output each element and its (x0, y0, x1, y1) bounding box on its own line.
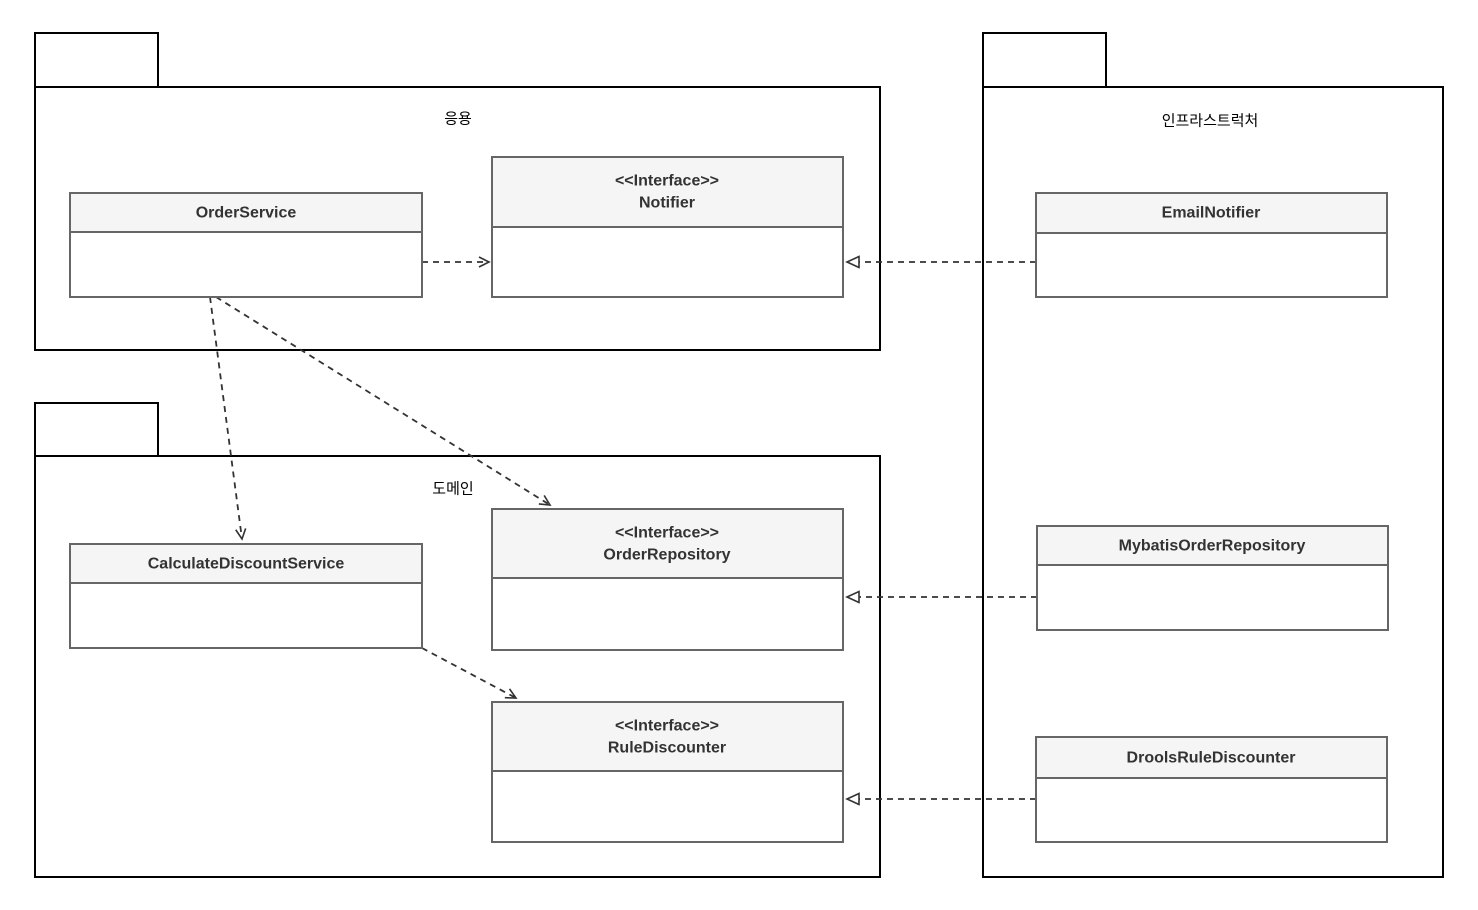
edge-dependency-orderservice-to-calculatediscountservice (209, 296, 247, 541)
class-calculate-discount-service: CalculateDiscountService (69, 543, 423, 649)
package-application-label: 응용 (444, 111, 472, 128)
interface-rule-discounter-name: RuleDiscounter (608, 740, 726, 757)
class-calculate-discount-service-header (69, 543, 423, 584)
class-mybatis-order-repository-header (1036, 525, 1389, 566)
class-mybatis-order-repository: MybatisOrderRepository (1036, 525, 1389, 631)
class-email-notifier: EmailNotifier (1035, 192, 1388, 298)
class-drools-rule-discounter-name: DroolsRuleDiscounter (1127, 750, 1296, 767)
interface-rule-discounter-stereotype: <<Interface>> (615, 718, 719, 735)
interface-order-repository-stereotype: <<Interface>> (615, 525, 719, 542)
interface-order-repository-name: OrderRepository (603, 547, 730, 564)
package-domain-tab (34, 402, 159, 457)
interface-notifier-header (491, 156, 844, 228)
class-order-service-name: OrderService (196, 205, 297, 222)
class-email-notifier-name: EmailNotifier (1162, 205, 1261, 222)
class-drools-rule-discounter-header (1035, 736, 1388, 779)
class-order-service: OrderService (69, 192, 423, 298)
class-order-service-header (69, 192, 423, 233)
package-application-tab (34, 32, 159, 88)
interface-rule-discounter: <<Interface>> RuleDiscounter (491, 701, 844, 843)
edge-dependency-calculatediscountservice-to-rulediscounter (421, 647, 518, 699)
interface-notifier-stereotype: <<Interface>> (615, 173, 719, 190)
class-email-notifier-header (1035, 192, 1388, 234)
package-infrastructure-label: 인프라스트럭처 (1162, 113, 1259, 130)
package-infrastructure-tab (982, 32, 1107, 88)
interface-notifier-name: Notifier (639, 195, 695, 212)
interface-rule-discounter-header (491, 701, 844, 772)
edges (209, 262, 1037, 799)
package-domain-label: 도메인 (432, 481, 473, 498)
interface-order-repository-header (491, 508, 844, 579)
class-drools-rule-discounter: DroolsRuleDiscounter (1035, 736, 1388, 843)
class-mybatis-order-repository-name: MybatisOrderRepository (1119, 538, 1306, 555)
interface-order-repository: <<Interface>> OrderRepository (491, 508, 844, 651)
class-calculate-discount-service-name: CalculateDiscountService (148, 556, 345, 573)
interface-notifier: <<Interface>> Notifier (491, 156, 844, 298)
